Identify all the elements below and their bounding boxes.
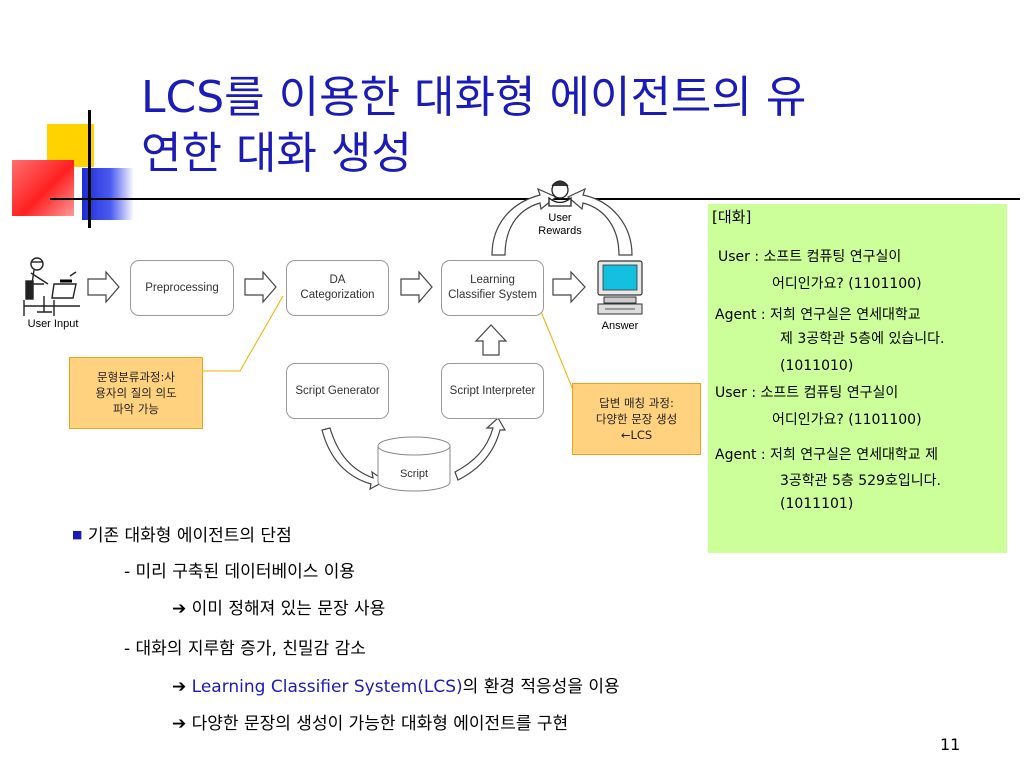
title-line-1: LCS를 이용한 대화형 에이전트의 유 [141, 72, 807, 123]
bullet-main: ■ 기존 대화형 에이전트의 단점 [72, 524, 292, 547]
note-classification: 문형분류과정:사 용자의 질의 의도 파악 가능 [69, 357, 203, 429]
answer-computer-icon [597, 260, 643, 315]
note-left-line1: 문형분류과정:사 [97, 370, 175, 384]
user-input-icon [23, 257, 80, 316]
arrow-bullet-2: ➔ Learning Classifier System(LCS)의 환경 적응… [172, 676, 620, 698]
right-arrow-icon: ➔ [172, 677, 187, 697]
arrow-bullet-1-text: 이미 정해져 있는 문장 사용 [191, 599, 386, 619]
da-categorization-box: DA Categorization [286, 260, 389, 316]
user-rewards-icon [548, 180, 572, 207]
script-interpreter-box: Script Interpreter [441, 363, 544, 419]
lcs-term: Learning Classifier System(LCS) [191, 677, 463, 697]
dialog-line: User : 소프트 컴퓨팅 연구실이 [718, 249, 902, 265]
script-cylinder-shape [377, 436, 451, 492]
arrow-bullet-1: ➔ 이미 정해져 있는 문장 사용 [172, 598, 385, 620]
logo-square-yellow [47, 124, 94, 167]
note-right-line1: 답변 매칭 과정: [599, 396, 674, 410]
note-right-line3: ←LCS [620, 428, 653, 442]
logo-square-red [12, 160, 74, 216]
dialog-line: 어디인가요? (1101100) [772, 412, 922, 428]
curve-to-script [321, 427, 387, 491]
left-note-connector [202, 295, 284, 372]
sub-bullet-1: - 미리 구축된 데이터베이스 이용 [124, 562, 356, 582]
dialog-line: Agent : 저희 연구실은 연세대학교 제 [715, 447, 938, 463]
curve-right-reward [566, 187, 633, 256]
arrow-bullet-2-text: 의 환경 적응성을 이용 [462, 677, 620, 697]
bullet-square-icon: ■ [72, 528, 83, 541]
arrow-interpreter-to-lcs [474, 324, 508, 356]
user-rewards-line2: Rewards [538, 225, 582, 237]
dialog-line: 제 3공학관 5층에 있습니다. [780, 331, 945, 347]
arrow-da-to-lcs [400, 270, 433, 304]
dialog-header: [대화] [712, 208, 752, 226]
right-arrow-icon: ➔ [172, 714, 187, 734]
user-rewards-label: User Rewards [533, 212, 587, 238]
preprocessing-box: Preprocessing [130, 260, 234, 316]
preprocessing-label: Preprocessing [145, 281, 219, 294]
note-answer-matching: 답변 매칭 과정: 다양한 문장 생성 ←LCS [572, 383, 701, 455]
slide-title: LCS를 이용한 대화형 에이전트의 유 연한 대화 생성 [141, 70, 1001, 182]
script-label: Script [399, 468, 429, 480]
script-generator-box: Script Generator [286, 363, 389, 419]
dialog-line: 3공학관 5층 529호입니다. [780, 473, 941, 489]
block-arrows [87, 270, 586, 356]
script-interpreter-label: Script Interpreter [449, 384, 536, 397]
dialog-line: (1011010) [780, 358, 854, 374]
arrow-bullet-3: ➔ 다양한 문장의 생성이 가능한 대화형 에이전트를 구현 [172, 713, 568, 735]
answer-label: Answer [601, 320, 639, 332]
right-note-connector [539, 308, 574, 391]
arrow-input-to-preprocessing [87, 270, 120, 304]
arrow-bullet-3-text: 다양한 문장의 생성이 가능한 대화형 에이전트를 구현 [191, 714, 569, 734]
lcs-label-line2: Classifier System [448, 289, 537, 301]
note-right-line2: 다양한 문장 생성 [595, 412, 678, 426]
da-label-line2: Categorization [300, 289, 375, 301]
right-arrow-icon: ➔ [172, 599, 187, 619]
arrow-preprocessing-to-da [244, 270, 277, 304]
title-line-2: 연한 대화 생성 [141, 128, 412, 179]
lcs-label-line1: Learning [470, 274, 515, 286]
dialog-line: User : 소프트 컴퓨팅 연구실이 [715, 385, 899, 401]
user-input-label: User Input [27, 318, 79, 330]
script-generator-label: Script Generator [295, 384, 380, 397]
user-rewards-line1: User [548, 212, 572, 224]
lcs-box: Learning Classifier System [441, 260, 544, 316]
note-left-line3: 파악 가능 [113, 402, 159, 416]
note-connectors [202, 295, 574, 391]
da-label-line1: DA [329, 274, 346, 286]
dialog-panel: [대화] User : 소프트 컴퓨팅 연구실이 어디인가요? (1101100… [708, 204, 1007, 553]
page-number: 11 [940, 735, 961, 754]
logo-vertical-line [88, 110, 91, 228]
dialog-line: 어디인가요? (1101100) [772, 276, 922, 292]
curve-from-script [454, 417, 507, 481]
sub-bullet-2: - 대화의 지루함 증가, 친밀감 감소 [124, 639, 366, 659]
bullet-main-text: 기존 대화형 에이전트의 단점 [87, 526, 292, 546]
dialog-line: (1011101) [780, 496, 854, 512]
dialog-line: Agent : 저희 연구실은 연세대학교 [715, 307, 921, 323]
arrow-lcs-to-answer [552, 270, 586, 304]
note-left-line2: 용자의 질의 의도 [95, 386, 177, 400]
